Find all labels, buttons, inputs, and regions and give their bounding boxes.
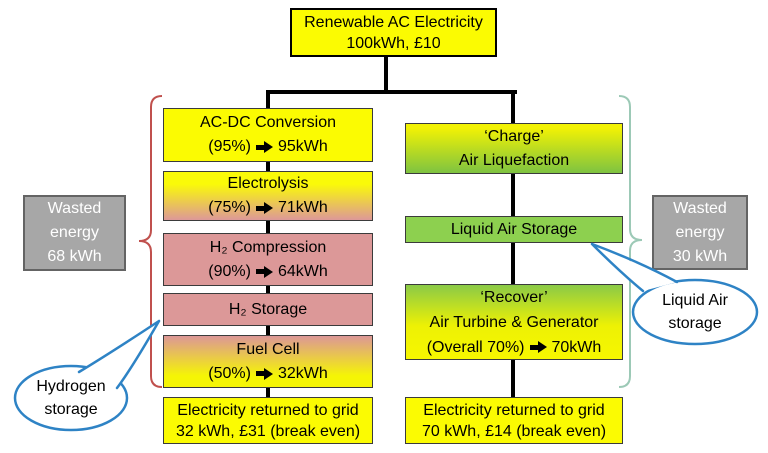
efficiency-value: (95%) xyxy=(208,138,251,155)
box-value-line: (90%) 64kWh xyxy=(164,260,372,284)
wasted-line: Wasted xyxy=(47,200,102,217)
wasted-value: 68 kWh xyxy=(47,248,102,265)
box-h2-storage: H₂ Storage xyxy=(163,293,373,326)
box-title: ‘Charge’ xyxy=(484,127,544,145)
brace-left-red xyxy=(138,95,163,388)
callout-line: Liquid Air xyxy=(662,292,728,309)
box-grid-return-hydrogen: Electricity returned to grid 32 kWh, £31… xyxy=(163,397,373,444)
connector-branch-horizontal xyxy=(266,90,517,94)
efficiency-value: (50%) xyxy=(208,364,251,382)
box-value: 32 kWh, £31 (break even) xyxy=(175,422,361,440)
box-title: H₂ Compression xyxy=(209,238,327,256)
box-value: 100kWh, £10 xyxy=(346,34,441,52)
box-value-line: (Overall 70%) 70kWh xyxy=(406,335,622,360)
box-value-line: (75%) 71kWh xyxy=(164,196,372,220)
callout-liquid-air-label: Liquid Air storage xyxy=(633,289,757,335)
box-subtitle: Air Liquefaction xyxy=(458,151,570,169)
energy-value: 70kWh xyxy=(551,338,602,356)
box-subtitle: Air Turbine & Generator xyxy=(429,313,599,331)
arrow-right-icon xyxy=(529,341,547,353)
box-title: Renewable AC Electricity xyxy=(304,13,483,31)
arrow-right-icon xyxy=(255,141,273,153)
box-renewable-ac-electricity: Renewable AC Electricity 100kWh, £10 xyxy=(290,8,497,57)
arrow-right-icon xyxy=(255,202,273,214)
callout-line: Hydrogen xyxy=(36,378,106,395)
box-title: Electrolysis xyxy=(227,175,309,192)
box-ac-dc-conversion: AC-DC Conversion (95%) 95kWh xyxy=(163,108,373,162)
box-title: H₂ Storage xyxy=(228,301,308,318)
connector-top-vertical xyxy=(384,55,388,94)
box-title: Fuel Cell xyxy=(236,340,300,358)
arrow-right-icon xyxy=(255,367,273,380)
efficiency-value: (90%) xyxy=(208,262,251,280)
energy-value: 71kWh xyxy=(277,199,328,216)
wasted-line: energy xyxy=(675,223,725,241)
connector-right-column-vertical xyxy=(511,90,515,399)
wasted-energy-hydrogen-box: Wasted energy 68 kWh xyxy=(23,195,126,271)
box-fuel-cell: Fuel Cell (50%) 32kWh xyxy=(163,335,373,388)
energy-value: 32kWh xyxy=(277,364,328,382)
box-value: 70 kWh, £14 (break even) xyxy=(421,422,607,440)
box-title: Electricity returned to grid xyxy=(423,401,605,419)
efficiency-value: (75%) xyxy=(208,199,251,216)
box-electrolysis: Electrolysis (75%) 71kWh xyxy=(163,171,373,221)
wasted-value: 30 kWh xyxy=(672,247,728,265)
callout-line: storage xyxy=(668,315,722,332)
box-liquid-air-storage: Liquid Air Storage xyxy=(405,216,623,243)
box-grid-return-liquid-air: Electricity returned to grid 70 kWh, £14… xyxy=(405,397,623,444)
efficiency-value: (Overall 70%) xyxy=(426,338,525,356)
wasted-energy-liquid-air-box: Wasted energy 30 kWh xyxy=(652,195,748,270)
energy-value: 64kWh xyxy=(277,262,328,280)
callout-hydrogen-label: Hydrogen storage xyxy=(15,375,127,421)
arrow-right-icon xyxy=(255,265,273,278)
box-charge-air-liquefaction: ‘Charge’ Air Liquefaction xyxy=(405,123,623,174)
wasted-line: energy xyxy=(50,224,99,241)
box-title: Liquid Air Storage xyxy=(450,221,578,238)
box-title: Electricity returned to grid xyxy=(177,401,359,419)
box-title: ‘Recover’ xyxy=(480,288,548,306)
box-title: AC-DC Conversion xyxy=(199,114,337,131)
callout-line: storage xyxy=(44,401,98,418)
energy-value: 95kWh xyxy=(277,138,328,155)
box-recover-air-turbine-generator: ‘Recover’ Air Turbine & Generator (Overa… xyxy=(405,284,623,360)
box-h2-compression: H₂ Compression (90%) 64kWh xyxy=(163,233,373,286)
box-value-line: (50%) 32kWh xyxy=(164,362,372,386)
box-value-line: (95%) 95kWh xyxy=(164,135,372,159)
wasted-line: Wasted xyxy=(673,199,727,217)
